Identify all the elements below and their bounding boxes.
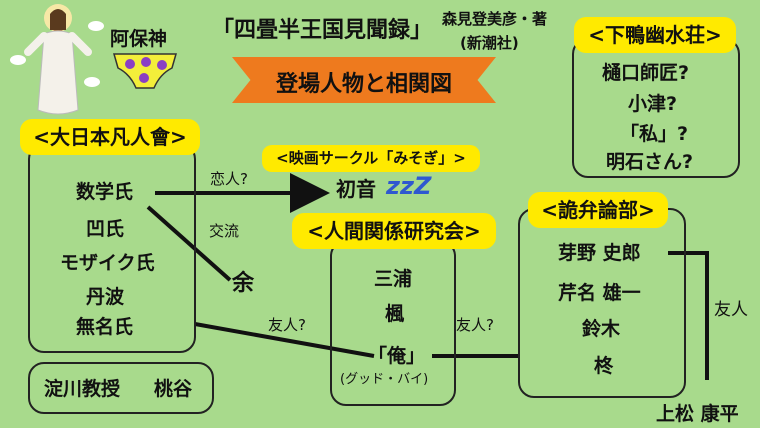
- title-banner: [232, 57, 496, 103]
- deity-name: 阿保神: [110, 28, 168, 50]
- member-sugaku: 数学氏: [76, 181, 134, 203]
- ningen-title: <人間関係研究会>: [292, 213, 496, 249]
- momotani: 桃谷: [154, 378, 193, 400]
- publisher: (新潮社): [460, 34, 519, 52]
- member-mumei: 無名氏: [76, 316, 134, 338]
- ore-subtitle: (グッド・バイ): [340, 372, 429, 387]
- member-akashi: 明石さん?: [606, 151, 694, 173]
- member-kaede: 楓: [385, 303, 405, 325]
- book-title: 「四畳半王国見聞録」: [212, 18, 433, 43]
- member-suzuki: 鈴木: [582, 318, 621, 340]
- member-meno: 芽野 史郎: [558, 242, 641, 264]
- sleep-zzz: zzZ: [386, 172, 432, 200]
- member-ou: 凹氏: [86, 218, 125, 240]
- jesus-figure-icon: [10, 4, 104, 115]
- member-higuchi: 樋口師匠?: [602, 62, 690, 84]
- author: 森見登美彦・著: [442, 10, 548, 28]
- label-lover: 恋人?: [210, 170, 248, 188]
- friend-line-uematsu: [668, 251, 709, 380]
- label-friend-right: 友人?: [456, 316, 494, 334]
- yodogawa: 淀川教授: [44, 378, 121, 400]
- exchange-line: [146, 205, 232, 282]
- member-mosaic: モザイク氏: [60, 252, 155, 274]
- label-exchange: 交流: [209, 222, 240, 240]
- kiben-title: <詭弁論部>: [528, 192, 668, 228]
- member-ore: 「俺」: [368, 345, 426, 367]
- banner-text: 登場人物と相関図: [275, 72, 452, 97]
- member-miura: 三浦: [374, 268, 413, 290]
- character-yo: 余: [232, 271, 255, 296]
- member-watashi: 「私」?: [620, 123, 689, 145]
- yodogawa-box: [28, 362, 214, 414]
- underpants-icon: [113, 53, 177, 89]
- eiga-title: <映画サークル「みそぎ」>: [262, 145, 480, 172]
- member-hiiragi: 柊: [594, 355, 614, 377]
- member-tanba: 丹波: [86, 286, 125, 308]
- shimogamo-title: <下鴨幽水荘>: [574, 17, 736, 53]
- label-friend: 友人: [714, 300, 748, 320]
- friend-line-left: [194, 322, 375, 358]
- dainihon-title: <大日本凡人會>: [20, 119, 200, 155]
- label-friend-left: 友人?: [268, 316, 306, 334]
- member-hatsune: 初音: [336, 177, 376, 201]
- member-ozu: 小津?: [628, 93, 678, 115]
- member-serina: 芹名 雄一: [558, 282, 641, 304]
- character-uematsu: 上松 康平: [656, 403, 739, 425]
